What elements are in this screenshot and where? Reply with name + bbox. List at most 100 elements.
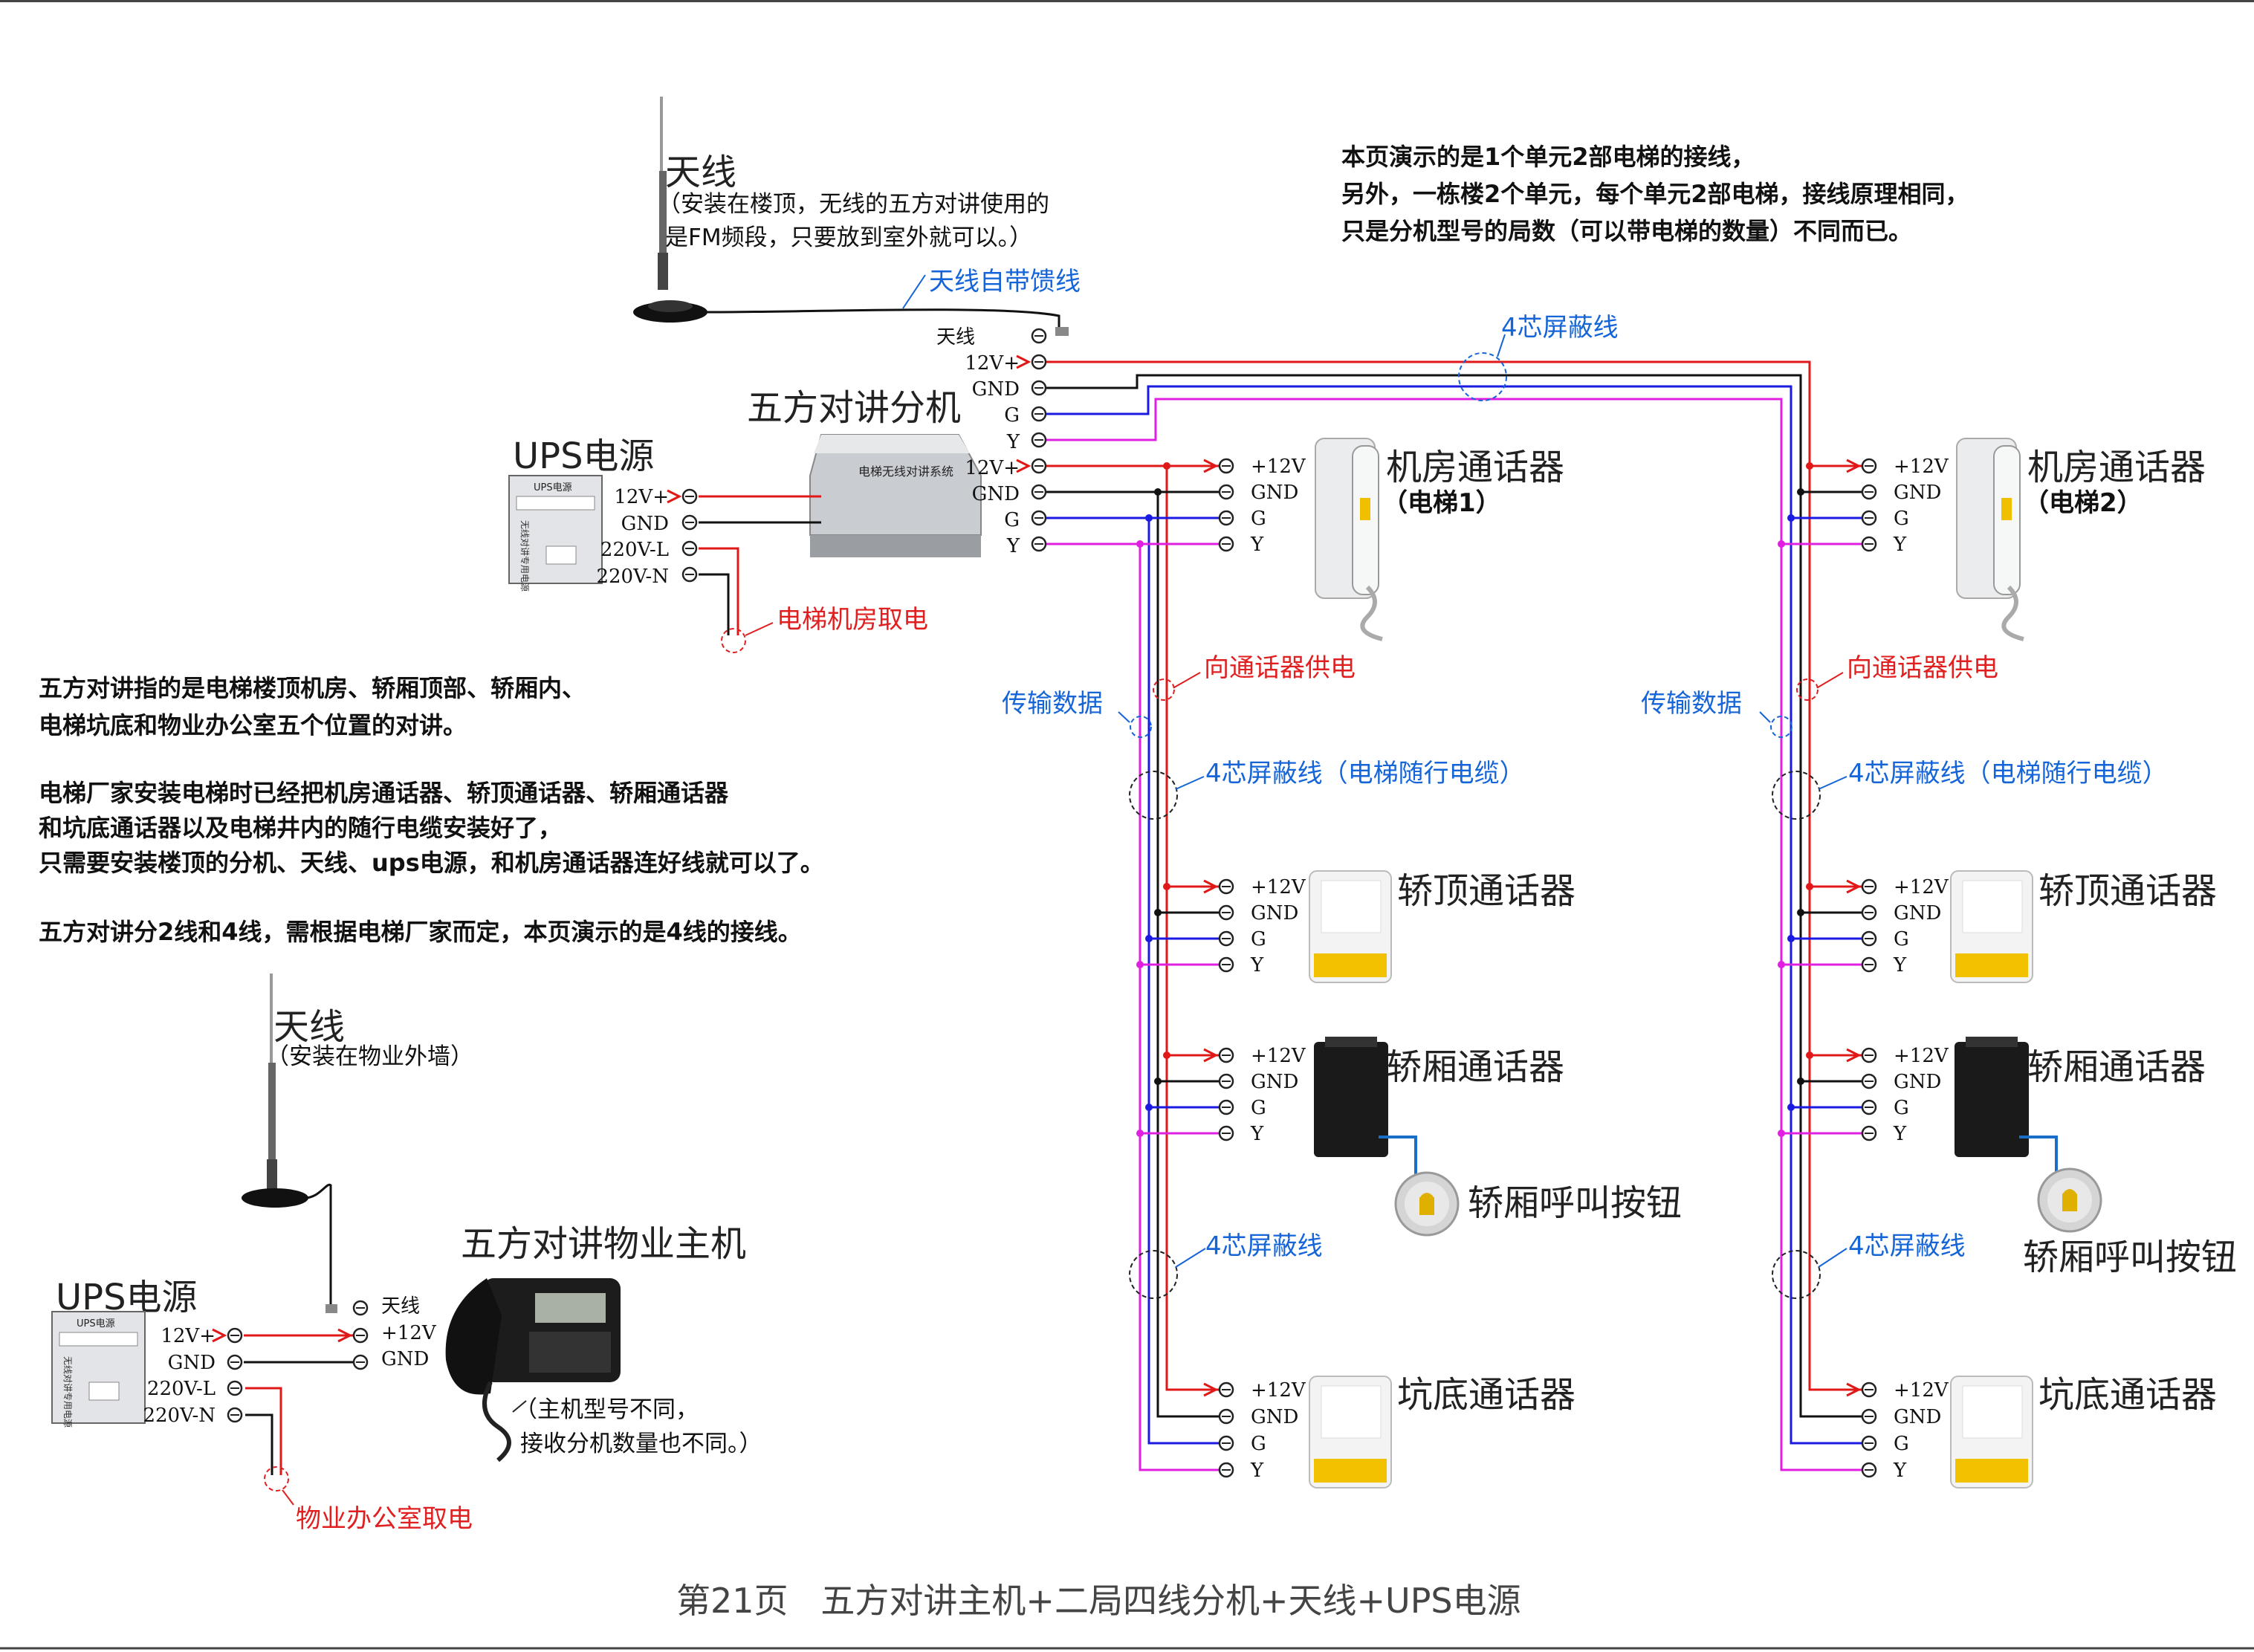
term-label: Y <box>1250 954 1264 976</box>
term-label: GND <box>1894 1406 1941 1428</box>
antenna-top-title: 天线 <box>665 152 736 193</box>
explain-1: 五方对讲指的是电梯楼顶机房、轿厢顶部、轿厢内、 <box>39 674 586 702</box>
term-label: GND <box>1251 1406 1298 1428</box>
power-arrow <box>337 1328 353 1343</box>
explain-6: 五方对讲分2线和4线，需根据电梯厂家而定，本页演示的是4线的接线。 <box>39 918 802 946</box>
host-term-label: +12V <box>381 1322 437 1344</box>
host-terminals: 天线 +12V GND <box>381 1295 437 1370</box>
ext-term-label: G <box>1004 404 1020 427</box>
ups-office-side-text: 无线对讲专用电源 <box>62 1356 74 1428</box>
term-label: +12V <box>1251 1045 1306 1067</box>
host-phone <box>445 1278 621 1462</box>
term-label: +12V <box>1894 876 1949 898</box>
ups-office-terminals: 12V+ GND 220V-L 220V-N <box>143 1325 216 1427</box>
host-note-2: 接收分机数量也不同。） <box>520 1431 762 1457</box>
e1-data-label: 传输数据 <box>1002 689 1103 719</box>
host-note-1: （主机型号不同， <box>514 1396 699 1423</box>
term-label: GND <box>1894 902 1941 924</box>
ups-top-box: UPS电源 无线对讲专用电源 <box>508 475 603 592</box>
term-label: +12V <box>1894 1379 1949 1402</box>
intro-note-3: 只是分机型号的局数（可以带电梯的数量）不同而已。 <box>1341 217 1912 245</box>
antenna-feeder-label: 天线自带馈线 <box>929 267 1081 297</box>
term-label: G <box>1251 1433 1266 1455</box>
elevator-wiring <box>1039 360 1869 1471</box>
ups-top-power-label: 电梯机房取电 <box>777 605 928 635</box>
shield-top-label: 4芯屏蔽线 <box>1501 313 1619 343</box>
ups-office-power-label: 物业办公室取电 <box>296 1504 473 1534</box>
power-arrow <box>1203 1382 1219 1397</box>
e1-shield-label: 4芯屏蔽线 <box>1205 1231 1323 1261</box>
term-label: G <box>1894 508 1909 530</box>
intro-note-2: 另外，一栋楼2个单元，每个单元2部电梯，接线原理相同， <box>1341 180 1969 208</box>
term-label: G <box>1894 928 1909 950</box>
e2-elevator-tag: （电梯2） <box>2024 488 2143 518</box>
ups-term-label: 12V+ <box>614 486 669 508</box>
page-caption: 第21页 五方对讲主机+二局四线分机+天线+UPS电源 <box>676 1581 1521 1621</box>
e1-cable-label: 4芯屏蔽线（电梯随行电缆） <box>1205 759 1525 788</box>
ups-top-terminals: 12V+ GND 220V-L 220V-N <box>596 486 669 588</box>
ups-office-box: UPS电源 无线对讲专用电源 <box>51 1311 146 1428</box>
ext-term-label: 12V+ <box>965 352 1020 375</box>
e1-power-label: 向通话器供电 <box>1204 653 1356 683</box>
power-arrow <box>1203 1048 1219 1063</box>
e2-cable-label: 4芯屏蔽线（电梯随行电缆） <box>1848 759 2168 788</box>
term-label: +12V <box>1251 876 1306 898</box>
explain-2: 电梯坑底和物业办公室五个位置的对讲。 <box>39 711 467 739</box>
power-arrow <box>667 489 682 504</box>
explain-4: 和坑底通话器以及电梯井内的随行电缆安装好了， <box>39 814 562 842</box>
host-term-label: 天线 <box>381 1295 420 1318</box>
e2-machine-room-title: 机房通话器 <box>2027 447 2206 488</box>
e2-call-button-title: 轿厢呼叫按钮 <box>2023 1237 2237 1278</box>
term-label: Y <box>1250 1123 1264 1145</box>
e1-car-title: 轿厢通话器 <box>1386 1046 1564 1088</box>
e2-data-label: 传输数据 <box>1641 689 1742 719</box>
term-label: Y <box>1250 534 1264 556</box>
e2-machine-room-handset <box>1956 438 2024 641</box>
term-label: Y <box>1893 1460 1907 1482</box>
e1-car-top-speaker <box>1309 870 1392 983</box>
term-label: +12V <box>1251 456 1306 478</box>
term-label: +12V <box>1894 1045 1949 1067</box>
ext-unit-device-label: 电梯无线对讲系统 <box>858 464 953 479</box>
host-title: 五方对讲物业主机 <box>461 1223 746 1265</box>
e1-machine-room-handset <box>1315 438 1383 641</box>
e1-call-button-title: 轿厢呼叫按钮 <box>1468 1182 1682 1224</box>
intro-note-1: 本页演示的是1个单元2部电梯的接线， <box>1341 143 1755 171</box>
term-label: G <box>1251 1097 1266 1119</box>
term-label: G <box>1251 928 1266 950</box>
e2-car-intercom <box>1955 1037 2058 1185</box>
power-arrow <box>1846 1382 1862 1397</box>
power-arrow <box>1016 354 1032 369</box>
term-label: GND <box>1894 482 1941 504</box>
ext-term-label: GND <box>972 483 1020 505</box>
ups-top-title: UPS电源 <box>513 435 655 477</box>
ups-office-box-label: UPS电源 <box>77 1318 115 1329</box>
ups-term-label: 12V+ <box>161 1325 216 1347</box>
e2-car-title: 轿厢通话器 <box>2027 1046 2206 1088</box>
power-arrow <box>1846 879 1862 894</box>
antenna-office-note: （安装在物业外墙） <box>266 1043 473 1070</box>
term-label: Y <box>1893 1123 1907 1145</box>
term-label: GND <box>1251 1071 1298 1093</box>
antenna-top-note-1: （安装在楼顶，无线的五方对讲使用的 <box>658 191 1049 218</box>
term-label: Y <box>1893 534 1907 556</box>
term-label: Y <box>1893 954 1907 976</box>
term-label: GND <box>1251 902 1298 924</box>
device-terminal-labels: +12V GND G Y +12V GND G Y +12V GND G Y +… <box>1250 456 1949 1482</box>
ups-term-label: 220V-N <box>143 1405 216 1427</box>
ups-term-label: 220V-L <box>600 539 669 561</box>
power-arrow <box>212 1328 227 1343</box>
term-label: +12V <box>1251 1379 1306 1402</box>
e2-call-button <box>2037 1167 2102 1233</box>
antenna-office-title: 天线 <box>273 1006 345 1048</box>
antenna-office <box>242 974 337 1313</box>
term-label: Y <box>1250 1460 1264 1482</box>
term-label: G <box>1894 1097 1909 1119</box>
ups-term-label: 220V-L <box>147 1378 216 1400</box>
ups-term-label: GND <box>168 1352 216 1374</box>
e1-call-button <box>1394 1171 1460 1237</box>
ext-term-label: 天线 <box>936 326 975 349</box>
power-arrow <box>1203 459 1219 473</box>
ext-term-label: GND <box>972 378 1020 401</box>
